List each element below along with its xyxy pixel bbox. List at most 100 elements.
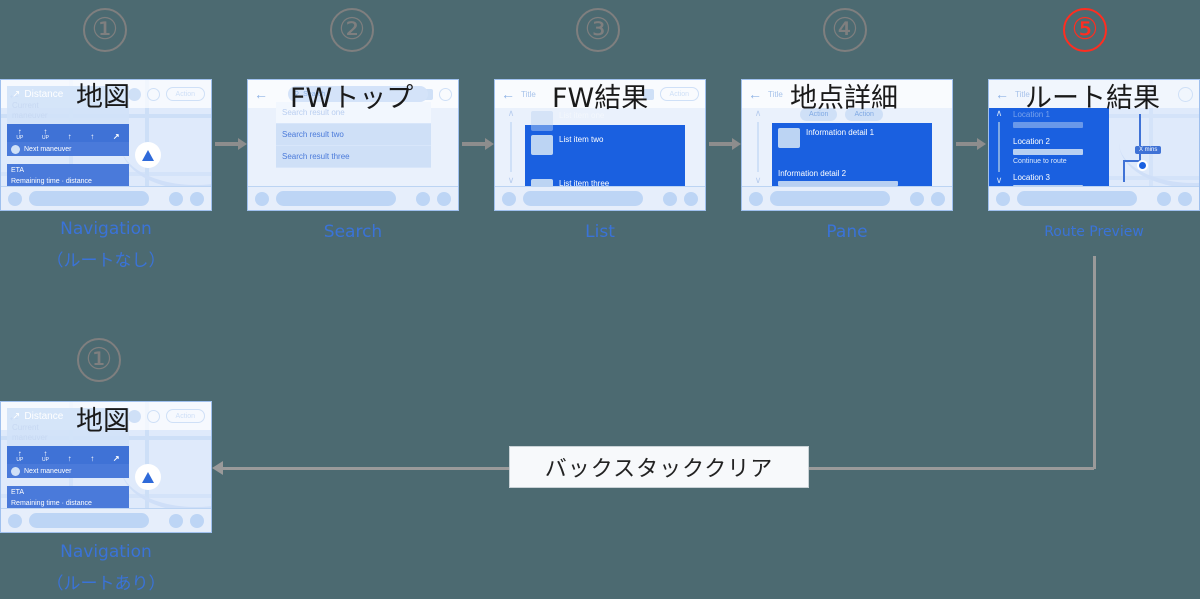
appbar-circle-icon[interactable]	[1178, 86, 1193, 102]
current-maneuver-line1: Current	[12, 423, 39, 432]
back-icon[interactable]: ←	[501, 86, 515, 102]
nav-icon-1[interactable]	[8, 513, 22, 528]
scrollbar-track[interactable]	[757, 122, 759, 172]
nav-pill[interactable]	[523, 191, 643, 206]
route-scroll-controls[interactable]: ∧ ∨	[993, 108, 1005, 186]
back-icon[interactable]: ←	[254, 86, 268, 102]
back-icon[interactable]: ←	[748, 86, 762, 102]
scrollbar-track[interactable]	[510, 122, 512, 172]
nav-pill[interactable]	[29, 191, 149, 206]
chevron-down-icon[interactable]: ∨	[754, 175, 762, 185]
route-location-row[interactable]: Location 1	[1013, 110, 1109, 128]
current-maneuver-card: ↗ Distance Current maneuver	[7, 408, 129, 447]
eta-card: ETA Remaining time · distance	[7, 486, 129, 510]
step-number-5-label: ⑤	[1071, 12, 1099, 47]
nav-icon-3[interactable]	[437, 191, 451, 206]
search-result-row[interactable]: Search result two	[276, 124, 431, 146]
nav-pill[interactable]	[1017, 191, 1137, 206]
nav-pill[interactable]	[276, 191, 396, 206]
search-input[interactable]: ⚲ Search	[288, 86, 428, 102]
lane-2-glyph: ↑	[43, 449, 48, 458]
nav-icon-1[interactable]	[749, 191, 763, 206]
card-pane[interactable]: ← Title Action Action ∧ ∨ Information de…	[741, 79, 953, 211]
nav-icon-1[interactable]	[502, 191, 516, 206]
nav-icon-3[interactable]	[190, 191, 204, 206]
lane-3-glyph: ↑	[67, 132, 72, 141]
nav-icon-3[interactable]	[1178, 191, 1192, 206]
list-item[interactable]: List item one	[525, 108, 685, 134]
distance-label: Distance	[24, 89, 64, 100]
scrollbar-track[interactable]	[998, 122, 1000, 172]
nav-icon-2[interactable]	[416, 191, 430, 206]
pane-action-button-1[interactable]: Action	[800, 108, 838, 121]
card-list[interactable]: ← Title Action ∧ ∨ List item one	[494, 79, 706, 211]
list-item-title: List item two	[559, 135, 604, 144]
lane-5: ↗	[113, 133, 120, 141]
appbar-square-icon[interactable]	[642, 88, 654, 100]
bottom-nav-bar	[742, 186, 952, 210]
next-maneuver-icon	[11, 144, 20, 154]
list-item[interactable]: List item two	[525, 132, 685, 158]
search-result-row[interactable]: Search result one	[276, 102, 431, 124]
nav-icon-3[interactable]	[190, 513, 204, 528]
route-location-row[interactable]: Location 2 Continue to route	[1013, 137, 1109, 165]
nav-icon-1[interactable]	[8, 191, 22, 206]
appbar-triangle-icon[interactable]	[439, 87, 452, 101]
nav-icon-1[interactable]	[996, 191, 1010, 206]
list-scroll-controls[interactable]: ∧ ∨	[505, 108, 517, 186]
appbar-circle-icon[interactable]	[127, 87, 141, 101]
pane-detail-item[interactable]: Information detail 1	[772, 125, 932, 151]
appbar-triangle-icon[interactable]	[146, 87, 160, 101]
nav-pill[interactable]	[770, 191, 890, 206]
card-navigation-with-route[interactable]: ← Action ↗ Distance Current maneuver ↑UP…	[0, 401, 212, 533]
action-button[interactable]: Action	[165, 87, 205, 101]
current-maneuver-line1: Current	[12, 101, 39, 110]
action-button[interactable]: Action	[659, 87, 699, 101]
lane-2-glyph: ↑	[43, 127, 48, 136]
nav-icon-2[interactable]	[663, 191, 677, 206]
back-icon[interactable]: ←	[995, 86, 1009, 102]
pane-detail-title: Information detail 2	[778, 169, 847, 178]
search-result-row[interactable]: Search result three	[276, 146, 431, 168]
chevron-down-icon[interactable]: ∨	[995, 175, 1003, 185]
lane-2-label: UP	[41, 135, 49, 141]
step-number-3: ③	[576, 8, 620, 52]
bottom-nav-bar	[989, 186, 1199, 210]
chevron-up-icon[interactable]: ∧	[754, 108, 762, 118]
nav-icon-1[interactable]	[255, 191, 269, 206]
chevron-up-icon[interactable]: ∧	[507, 108, 515, 118]
appbar-circle-icon[interactable]	[127, 409, 141, 423]
lane-5: ↗	[113, 455, 120, 463]
pane-action-button-2[interactable]: Action	[845, 108, 883, 121]
bottom-nav-bar	[1, 186, 211, 210]
pane-thumbnail	[778, 128, 800, 148]
nav-icon-2[interactable]	[1157, 191, 1171, 206]
step-number-2-label: ②	[338, 12, 366, 47]
nav-pill[interactable]	[29, 513, 149, 528]
distance-label: Distance	[24, 411, 64, 422]
appbar-triangle-icon[interactable]	[146, 409, 160, 423]
chevron-down-icon[interactable]: ∨	[507, 175, 515, 185]
lane-1-label: UP	[16, 457, 24, 463]
chevron-up-icon[interactable]: ∧	[995, 108, 1003, 118]
card-route-preview[interactable]: X mins ← Title ∧ ∨ Location 1 Location 2	[988, 79, 1200, 211]
arrow-3-to-4	[709, 138, 741, 150]
nav-icon-3[interactable]	[931, 191, 945, 206]
app-bar: ← Title	[742, 80, 952, 108]
pane-scroll-controls[interactable]: ∧ ∨	[752, 108, 764, 186]
continue-to-route-label: Continue to route	[1013, 158, 1067, 165]
nav-icon-2[interactable]	[169, 513, 183, 528]
nav-icon-3[interactable]	[684, 191, 698, 206]
card-search[interactable]: ← ⚲ Search Search result one Search resu…	[247, 79, 459, 211]
step-number-3-label: ③	[584, 12, 612, 47]
lane-guidance-row: ↑UP ↑UP ↑ ↑ ↗	[7, 446, 129, 464]
action-button[interactable]: Action	[165, 409, 205, 423]
maneuver-icon: ↗	[12, 89, 21, 100]
eta-card: ETA Remaining time · distance	[7, 164, 129, 188]
overlay-title-navigation-no-route: 地図	[76, 82, 130, 113]
nav-icon-2[interactable]	[169, 191, 183, 206]
caption-navigation-with-route-line1: Navigation	[60, 542, 152, 562]
card-navigation-no-route[interactable]: ← Action ↗ Distance Current maneuver ↑UP…	[0, 79, 212, 211]
nav-icon-2[interactable]	[910, 191, 924, 206]
arrow-1-to-2	[215, 138, 247, 150]
